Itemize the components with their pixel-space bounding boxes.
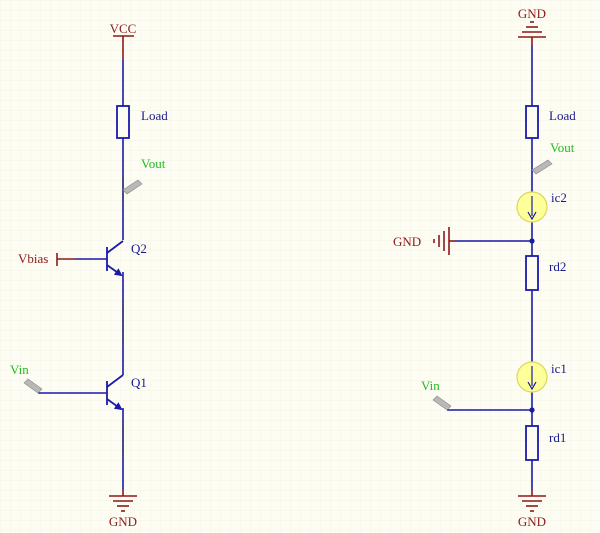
vbias-label: Vbias — [18, 251, 48, 266]
gnd-top-symbol — [518, 21, 546, 45]
q2-label: Q2 — [131, 241, 147, 256]
load-resistor-right — [525, 105, 539, 139]
gnd-label: GND — [109, 514, 137, 529]
gnd-bottom-label: GND — [518, 514, 546, 529]
rd2-resistor — [525, 255, 539, 291]
vcc-label: VCC — [110, 21, 137, 36]
vin-label: Vin — [10, 362, 29, 377]
vin-probe-icon — [23, 378, 43, 394]
junction-node-top — [529, 238, 535, 244]
vout-label-right: Vout — [550, 140, 575, 155]
q2-transistor — [106, 240, 124, 277]
rd1-resistor — [525, 425, 539, 461]
ic1-current-source — [516, 361, 548, 393]
gnd-side-symbol — [433, 227, 455, 255]
ic1-label: ic1 — [551, 361, 567, 376]
junction-node-bottom — [529, 407, 535, 413]
q1-transistor — [106, 374, 124, 411]
vout-probe-icon — [122, 179, 143, 195]
right-circuit: GND Load Vout — [393, 6, 576, 529]
q1-label: Q1 — [131, 375, 147, 390]
ic2-label: ic2 — [551, 190, 567, 205]
load-label: Load — [141, 108, 168, 123]
gnd-top-label: GND — [518, 6, 546, 21]
gnd-bottom-symbol — [518, 490, 546, 512]
vout-label: Vout — [141, 156, 166, 171]
left-circuit: VCC Load Vout Vbias — [10, 21, 168, 529]
vcc-symbol — [113, 35, 134, 60]
gnd-symbol — [109, 490, 137, 512]
vout-probe-icon-right — [531, 159, 553, 175]
rd2-label: rd2 — [549, 259, 566, 274]
ic2-current-source — [516, 191, 548, 223]
vin-probe-icon-right — [432, 395, 452, 411]
load-resistor — [116, 105, 130, 139]
vin-label-right: Vin — [421, 378, 440, 393]
rd1-label: rd1 — [549, 430, 566, 445]
gnd-side-label: GND — [393, 234, 421, 249]
load-label-right: Load — [549, 108, 576, 123]
